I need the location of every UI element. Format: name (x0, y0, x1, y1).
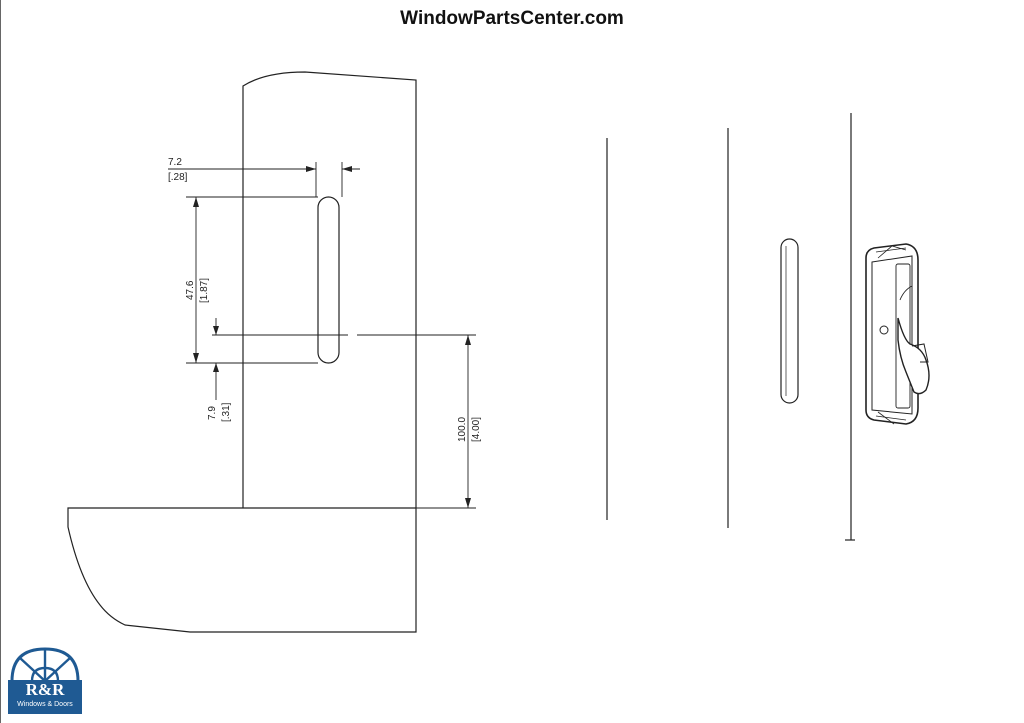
dim-height-in: [4.00] (471, 417, 482, 442)
logo-name: R&R (25, 680, 65, 699)
dim-slot-length-mm: 47.6 (185, 280, 196, 300)
left-frame-border (0, 0, 1, 723)
logo-banner (8, 680, 82, 714)
slot-cutout (317, 196, 340, 364)
stile-outline (242, 71, 417, 508)
dim-slot-width-mm: 7.2 (168, 157, 182, 168)
dim-slot-width-in: [.28] (168, 172, 188, 183)
site-title: WindowPartsCenter.com (400, 8, 624, 29)
slot-plate (780, 238, 799, 404)
dim-slot-length-in: [1.87] (199, 278, 210, 303)
latch-body (865, 243, 930, 425)
brand-logo[interactable]: R&R Windows & Doors (8, 646, 82, 714)
logo-tagline: Windows & Doors (17, 701, 73, 708)
dim-slot-offset-mm: 7.9 (207, 406, 218, 420)
dim-height-mm: 100.0 (457, 417, 468, 442)
rail-outline (67, 507, 417, 633)
window-arch-icon (10, 647, 80, 682)
dim-slot-offset-in: [.31] (221, 402, 232, 422)
